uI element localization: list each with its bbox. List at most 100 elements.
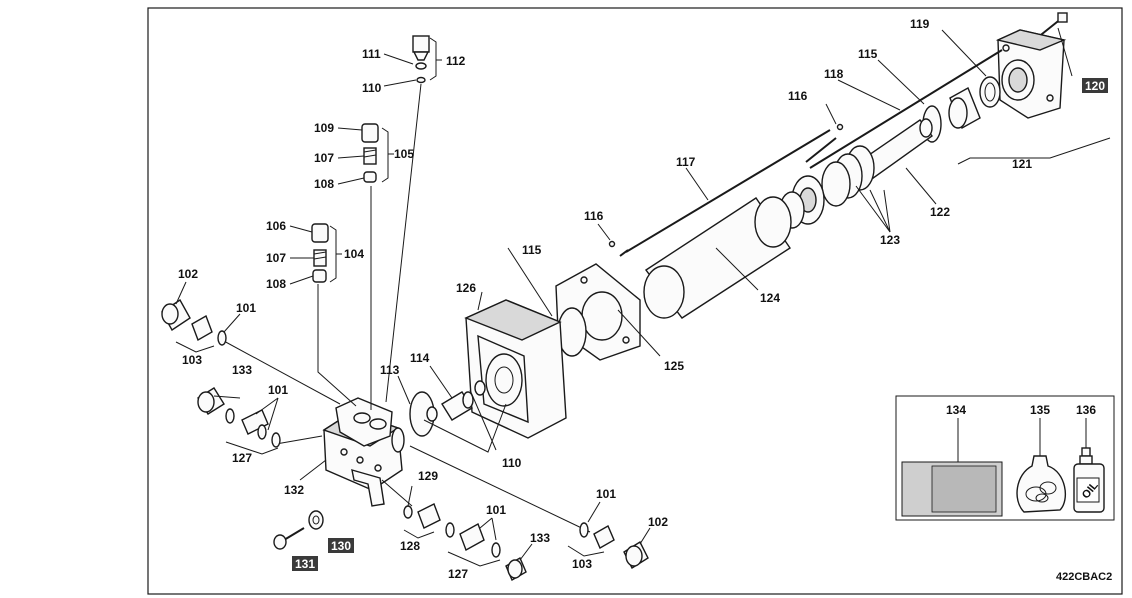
callout-120: 120	[1085, 79, 1105, 93]
callout-105: 105	[394, 147, 414, 161]
o-ring-110-small	[426, 406, 438, 422]
callout-128: 128	[400, 539, 420, 553]
valve-127-upper	[225, 408, 281, 448]
callout-124: 124	[760, 291, 780, 305]
spring-104	[311, 223, 329, 283]
kit-panel: 134 135 136 OIL	[895, 395, 1115, 521]
tie-rod-118	[809, 49, 1003, 169]
callout-116-lower: 116	[584, 209, 604, 223]
callout-118: 118	[824, 67, 844, 81]
bracket-103-upper	[175, 341, 215, 353]
callout-120-box	[1082, 78, 1108, 93]
callout-131: 131	[295, 557, 315, 571]
callout-136: 136	[1076, 403, 1096, 417]
guide-line-101-upper	[221, 339, 341, 405]
callout-130: 130	[331, 539, 351, 553]
callout-134: 134	[946, 403, 966, 417]
callout-117: 117	[676, 155, 696, 169]
bracket-103-lower	[567, 545, 605, 557]
plug-133-upper	[197, 387, 225, 415]
callout-130-box	[328, 538, 354, 553]
callout-115-upper: 115	[858, 47, 878, 61]
callout-109: 109	[314, 121, 334, 135]
callout-101-upper-a: 101	[236, 301, 256, 315]
callout-119: 119	[910, 17, 930, 31]
callout-132: 132	[284, 483, 304, 497]
callout-115-lower: 115	[522, 243, 542, 257]
gasket-sheet-134	[901, 461, 1003, 517]
plug-102-upper	[161, 298, 191, 332]
check-valve-114	[441, 391, 474, 421]
callout-103-upper: 103	[182, 353, 202, 367]
fitting-103-lower	[579, 522, 615, 549]
bracket-128	[403, 529, 435, 539]
drawing-code: 422CBAC2	[1056, 571, 1112, 583]
bushing	[948, 87, 981, 129]
seal-bag-135	[1016, 455, 1067, 513]
callout-102-lower: 102	[648, 515, 668, 529]
callout-126: 126	[456, 281, 476, 295]
washer-130	[308, 510, 324, 530]
callout-114: 114	[410, 351, 430, 365]
callout-103-lower: 103	[572, 557, 592, 571]
callout-127-lower: 127	[448, 567, 468, 581]
callout-123: 123	[880, 233, 900, 247]
callout-107-mid: 107	[266, 251, 286, 265]
callout-101-upper-b: 101	[268, 383, 288, 397]
end-cap-121	[995, 29, 1067, 119]
bracket-127-upper	[225, 441, 279, 455]
callout-121: 121	[1012, 157, 1032, 171]
callout-106: 106	[266, 219, 286, 233]
callout-104: 104	[344, 247, 364, 261]
callout-102-upper: 102	[178, 267, 198, 281]
bracket-104	[329, 225, 342, 283]
plug-133-lower	[505, 557, 527, 581]
rod-fragment	[805, 137, 837, 163]
callout-127-upper: 127	[232, 451, 252, 465]
bracket-121	[957, 137, 1111, 165]
valve-128	[403, 503, 441, 529]
o-ring-110-right	[474, 380, 486, 396]
callout-108-top: 108	[314, 177, 334, 191]
callout-116-upper: 116	[788, 89, 808, 103]
callout-131-box	[292, 556, 318, 571]
guide-line-112	[385, 83, 422, 403]
callout-113: 113	[380, 363, 400, 377]
bracket-112	[429, 37, 442, 81]
callout-133-upper: 133	[232, 363, 252, 377]
callout-101-lower-a: 101	[596, 487, 616, 501]
bracket-127-lower	[447, 551, 501, 567]
callout-129: 129	[418, 469, 438, 483]
tie-rod-117	[625, 129, 831, 253]
callout-110-lower: 110	[502, 456, 522, 470]
piston-rings-123	[779, 145, 875, 229]
valve-127-lower	[445, 522, 501, 558]
oil-bottle-136: OIL	[1073, 447, 1105, 513]
leader-lines	[175, 27, 1073, 561]
callout-125: 125	[664, 359, 684, 373]
pin-116-upper	[836, 123, 844, 131]
housing-126	[464, 299, 567, 439]
bolt-131	[273, 527, 305, 550]
guide-line-104	[317, 284, 357, 407]
callout-110-top: 110	[362, 81, 382, 95]
pump-body-132	[322, 397, 405, 507]
callout-112: 112	[446, 54, 466, 68]
pin-116-lower	[608, 240, 616, 248]
leader-110	[423, 389, 507, 453]
callout-101-lower-b: 101	[486, 503, 506, 517]
plug-102-lower	[623, 540, 649, 570]
cylinder-tube-124	[643, 196, 792, 319]
fitting-103-upper	[191, 314, 227, 346]
valve-fitting-112	[412, 35, 430, 84]
guide-line-101-lower	[409, 445, 591, 533]
spring-105	[361, 123, 379, 183]
seal-119	[979, 76, 1001, 108]
callout-122: 122	[930, 205, 950, 219]
callout-108-mid: 108	[266, 277, 286, 291]
callout-111: 111	[362, 47, 381, 61]
callout-labels: 111 112 110 109 105 107 108 106 104 107 …	[178, 17, 1108, 581]
bracket-105	[381, 127, 394, 183]
callout-135: 135	[1030, 403, 1050, 417]
